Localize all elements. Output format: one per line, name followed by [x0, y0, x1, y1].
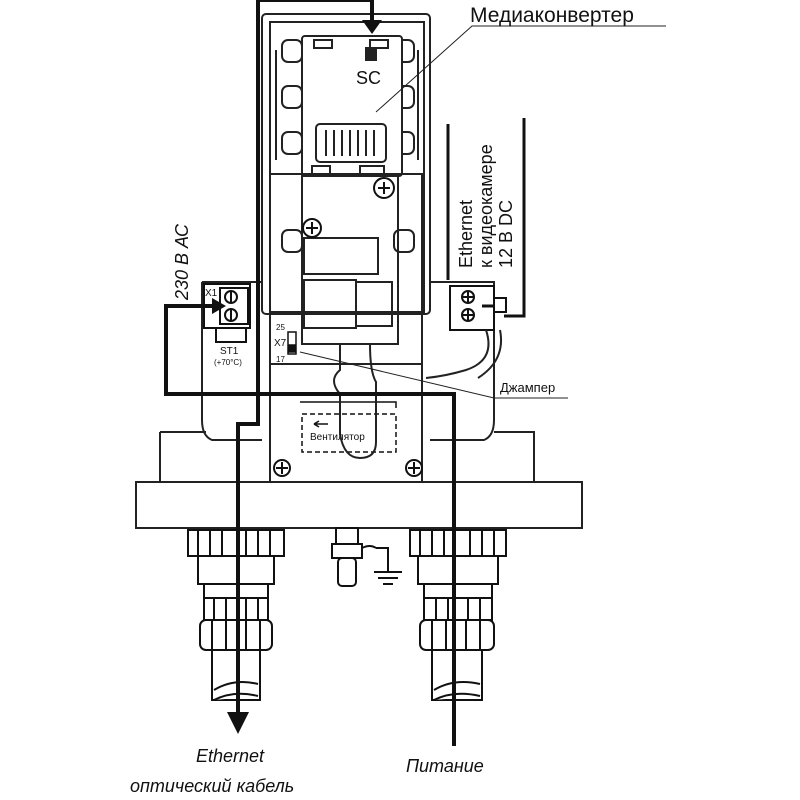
label-st1-temp: (+70°C) — [214, 358, 242, 367]
label-ac-power-text: 230 В АС — [172, 223, 192, 301]
label-jumper: Джампер — [500, 380, 555, 395]
screw-icon — [273, 459, 291, 477]
internal-cables — [333, 329, 502, 460]
label-ethernet-camera-line1: Ethernet — [456, 200, 476, 268]
converter-vent — [315, 123, 387, 163]
ac-power-wire — [164, 304, 456, 746]
label-jumper-17: 17 — [276, 355, 285, 364]
ground-icon — [374, 571, 402, 585]
arrow-right-icon — [212, 298, 226, 314]
screw-icon — [302, 218, 322, 238]
label-ethernet-camera-line3: 12 В DC — [496, 200, 516, 268]
leader-lines — [299, 25, 666, 399]
media-converter — [301, 35, 403, 177]
enclosure-outline — [159, 281, 535, 482]
label-ethernet-camera-line2: к видеокамере — [476, 144, 496, 268]
label-jumper-25: 25 — [276, 323, 285, 332]
terminal-camera — [449, 285, 495, 331]
camera-cable — [446, 118, 526, 318]
arrow-down-icon — [227, 20, 382, 734]
label-ethernet-camera: Ethernet к видеокамере 12 В DC — [456, 144, 516, 268]
label-fan: Вентилятор — [310, 432, 365, 443]
fan — [300, 401, 397, 453]
label-x1: X1 — [205, 288, 218, 299]
ground-bolt — [331, 527, 389, 587]
screw-icon — [461, 290, 475, 304]
label-optical-cable: оптический кабель — [130, 776, 294, 796]
optical-cable-path — [236, 0, 374, 712]
screw-icon — [405, 459, 423, 477]
terminal-x1 — [203, 283, 251, 343]
jumper-x7 — [287, 331, 297, 355]
label-power: Питание — [406, 756, 484, 776]
screw-icon-group — [273, 177, 423, 477]
screw-icon — [461, 308, 475, 322]
label-st1: ST1 — [220, 346, 239, 357]
screw-icon — [373, 177, 395, 199]
base-plate — [135, 481, 583, 529]
main-board — [261, 173, 431, 493]
cable-gland-right — [409, 529, 507, 701]
label-media-converter: Медиаконвертер — [470, 4, 634, 27]
label-sc: SC — [356, 68, 381, 88]
label-jumper-x7: X7 — [274, 338, 287, 349]
label-ac-power: 230 В АС — [172, 223, 192, 301]
label-ethernet-bottom: Ethernet — [196, 746, 265, 766]
